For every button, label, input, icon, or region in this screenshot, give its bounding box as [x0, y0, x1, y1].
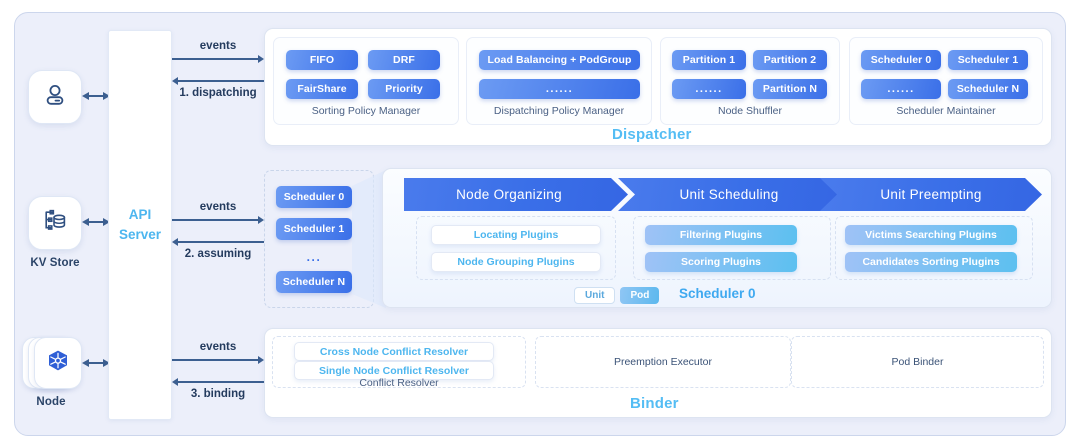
scheduler-detail-title: Scheduler 0 — [679, 286, 756, 301]
arrow-node-apiserver — [82, 357, 110, 369]
flow-assuming: events 2. assuming — [172, 201, 264, 260]
database-icon — [42, 208, 68, 239]
policy-drf[interactable]: DRF — [368, 50, 440, 70]
plugin-node-grouping[interactable]: Node Grouping Plugins — [431, 252, 601, 272]
policy-more[interactable]: ...... — [479, 79, 640, 99]
flow-line-back — [172, 237, 264, 247]
arrow-user-apiserver — [82, 90, 110, 102]
scheduler-funnel-connector — [352, 170, 386, 308]
flow-label-events: events — [199, 40, 237, 52]
partition-1[interactable]: Partition 1 — [672, 50, 746, 70]
group-label-scheduler-maintainer: Scheduler Maintainer — [896, 105, 996, 117]
pod-binder-label: Pod Binder — [891, 356, 944, 368]
maintainer-scheduler-1[interactable]: Scheduler 1 — [948, 50, 1028, 70]
flow-label-step: 1. dispatching — [179, 87, 257, 99]
stage-node-organizing-box — [416, 216, 616, 280]
stage-node-organizing-header: Node Organizing — [404, 178, 628, 211]
stage-unit-scheduling-header: Unit Scheduling — [618, 178, 840, 211]
unit-pod-toggle[interactable]: Unit Pod — [574, 287, 660, 304]
policy-fairshare[interactable]: FairShare — [286, 79, 358, 99]
flow-label-events: events — [199, 341, 237, 353]
arrow-head-right — [103, 359, 110, 367]
kubernetes-icon — [46, 349, 70, 378]
flow-line-back — [172, 377, 264, 387]
partition-2[interactable]: Partition 2 — [753, 50, 827, 70]
single-node-conflict-resolver[interactable]: Single Node Conflict Resolver — [294, 361, 494, 380]
binder-title: Binder — [630, 395, 679, 412]
flow-label-events: events — [199, 201, 237, 213]
user-tile — [28, 70, 82, 124]
flow-binding: events 3. binding — [172, 341, 264, 400]
plugin-scoring[interactable]: Scoring Plugins — [645, 252, 797, 272]
maintainer-scheduler-n[interactable]: Scheduler N — [948, 79, 1028, 99]
node-card-front — [34, 337, 82, 389]
policy-fifo[interactable]: FIFO — [286, 50, 358, 70]
flow-line-forward — [172, 54, 264, 64]
binder-label-conflict-resolver: Conflict Resolver — [359, 377, 439, 389]
arrow-head-left — [82, 92, 89, 100]
arrow-line — [89, 362, 103, 364]
toggle-option-unit[interactable]: Unit — [574, 287, 616, 304]
flow-line-back — [172, 76, 264, 86]
arrow-kvstore-apiserver — [82, 216, 110, 228]
partition-n[interactable]: Partition N — [753, 79, 827, 99]
kv-store-tile — [28, 196, 82, 250]
flow-dispatching: events 1. dispatching — [172, 40, 264, 99]
scheduler-list-ellipsis: ... — [306, 250, 322, 264]
policy-load-balancing-podgroup[interactable]: Load Balancing + PodGroup — [479, 50, 640, 70]
plugin-filtering[interactable]: Filtering Plugins — [645, 225, 797, 245]
user-icon — [42, 82, 68, 113]
resource-node: Node — [22, 337, 82, 408]
resource-user — [26, 70, 84, 124]
flow-label-step: 3. binding — [190, 388, 246, 400]
plugin-victims-searching[interactable]: Victims Searching Plugins — [845, 225, 1017, 245]
arrow-line — [89, 95, 103, 97]
arrow-head-left — [82, 218, 89, 226]
arrow-head-right — [103, 92, 110, 100]
cross-node-conflict-resolver[interactable]: Cross Node Conflict Resolver — [294, 342, 494, 361]
arrow-head-right — [103, 218, 110, 226]
dispatcher-title: Dispatcher — [612, 126, 692, 143]
plugin-candidates-sorting[interactable]: Candidates Sorting Plugins — [845, 252, 1017, 272]
group-label-node-shuffler: Node Shuffler — [717, 105, 782, 117]
kv-store-label: KV Store — [30, 257, 80, 269]
flow-label-step: 2. assuming — [184, 248, 252, 260]
stage-unit-preempting-box — [835, 216, 1033, 280]
plugin-locating[interactable]: Locating Plugins — [431, 225, 601, 245]
preemption-executor-label: Preemption Executor — [613, 356, 713, 368]
flow-line-forward — [172, 215, 264, 225]
node-stack — [22, 337, 82, 389]
scheduler-list-item-0[interactable]: Scheduler 0 — [276, 186, 352, 208]
group-label-sorting-policy-manager: Sorting Policy Manager — [311, 105, 421, 117]
stage-unit-scheduling-box — [633, 216, 831, 280]
policy-priority[interactable]: Priority — [368, 79, 440, 99]
group-label-dispatching-policy-manager: Dispatching Policy Manager — [493, 105, 625, 117]
node-label: Node — [36, 396, 66, 408]
resource-kv-store: KV Store — [26, 196, 84, 269]
arrow-line — [89, 221, 103, 223]
scheduler-list-item-1[interactable]: Scheduler 1 — [276, 218, 352, 240]
stage-unit-preempting-header: Unit Preempting — [820, 178, 1042, 211]
scheduler-list-item-n[interactable]: Scheduler N — [276, 271, 352, 293]
maintainer-scheduler-0[interactable]: Scheduler 0 — [861, 50, 941, 70]
arrow-head-left — [82, 359, 89, 367]
toggle-option-pod[interactable]: Pod — [620, 287, 660, 304]
maintainer-more[interactable]: ...... — [861, 79, 941, 99]
binder-section-conflict-resolver — [272, 336, 526, 388]
binder-section-preemption-executor: Preemption Executor — [535, 336, 791, 388]
binder-section-pod-binder: Pod Binder — [791, 336, 1044, 388]
flow-line-forward — [172, 355, 264, 365]
partition-more[interactable]: ...... — [672, 79, 746, 99]
